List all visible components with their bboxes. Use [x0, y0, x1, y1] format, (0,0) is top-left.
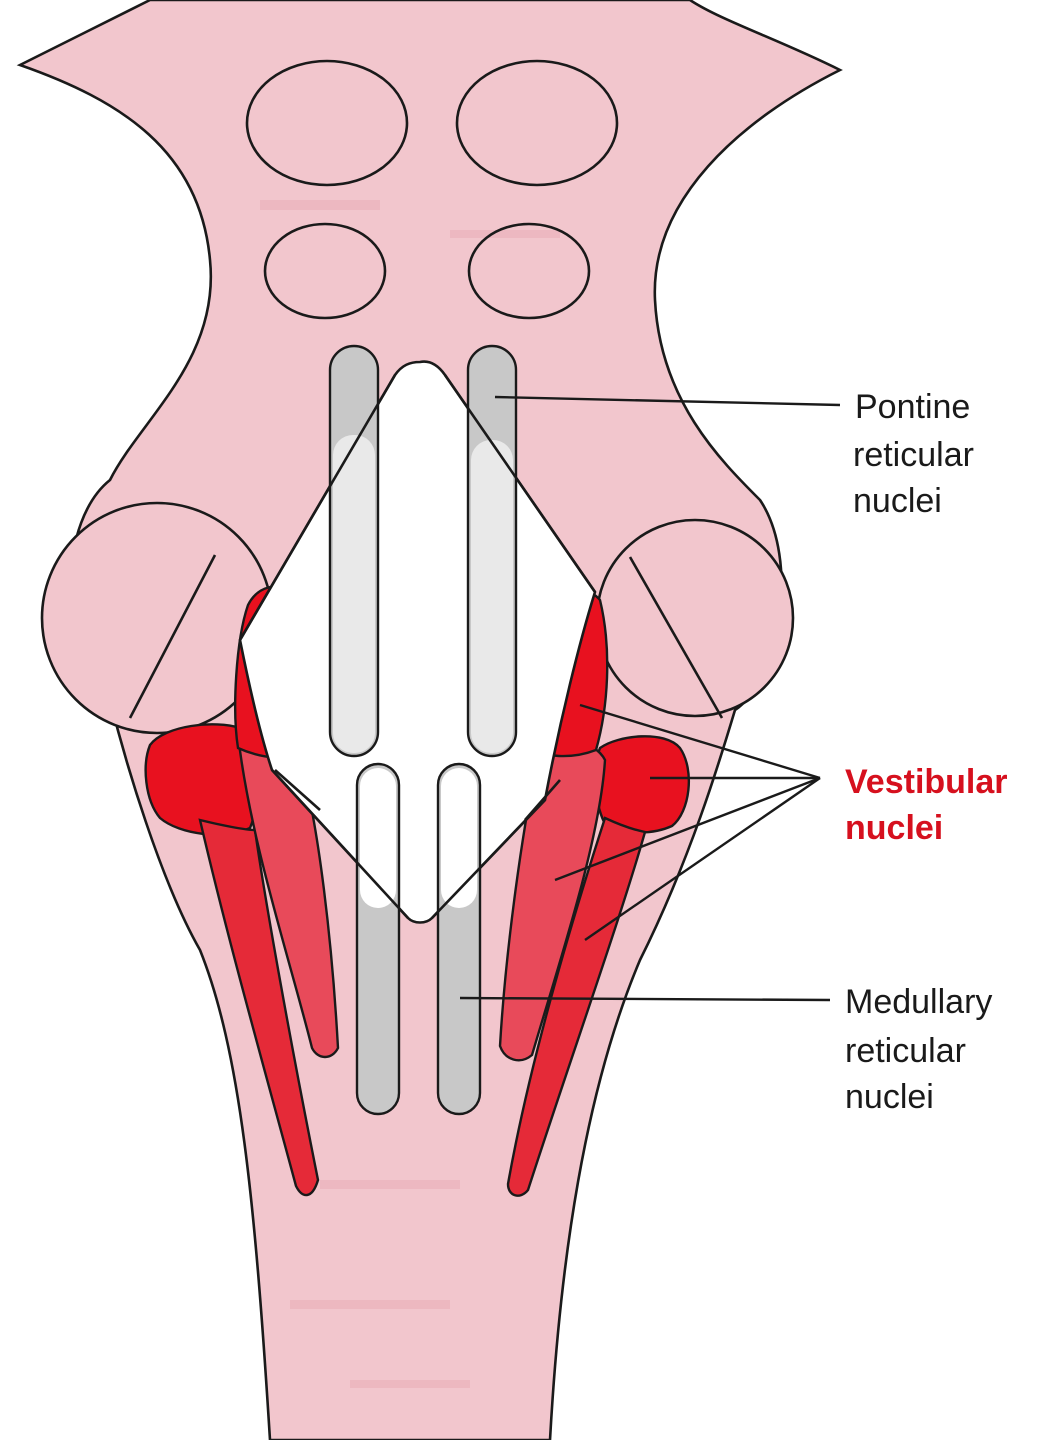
label-medullary-1: Medullary	[845, 983, 992, 1021]
label-medullary-3: nuclei	[845, 1078, 934, 1116]
pontine-left-overlap	[333, 435, 375, 753]
medullary-right-overlap	[441, 768, 477, 908]
label-vestibular-1: Vestibular	[845, 763, 1008, 801]
peduncle-right	[597, 520, 793, 716]
pontine-right-overlap	[471, 440, 513, 753]
vestibular-right-lateral	[595, 736, 689, 832]
label-medullary-2: reticular	[845, 1032, 966, 1070]
label-pontine-3: nuclei	[853, 482, 942, 520]
label-pontine-1: Pontine	[855, 388, 970, 426]
label-pontine-2: reticular	[853, 436, 974, 474]
label-vestibular-2: nuclei	[845, 809, 943, 847]
